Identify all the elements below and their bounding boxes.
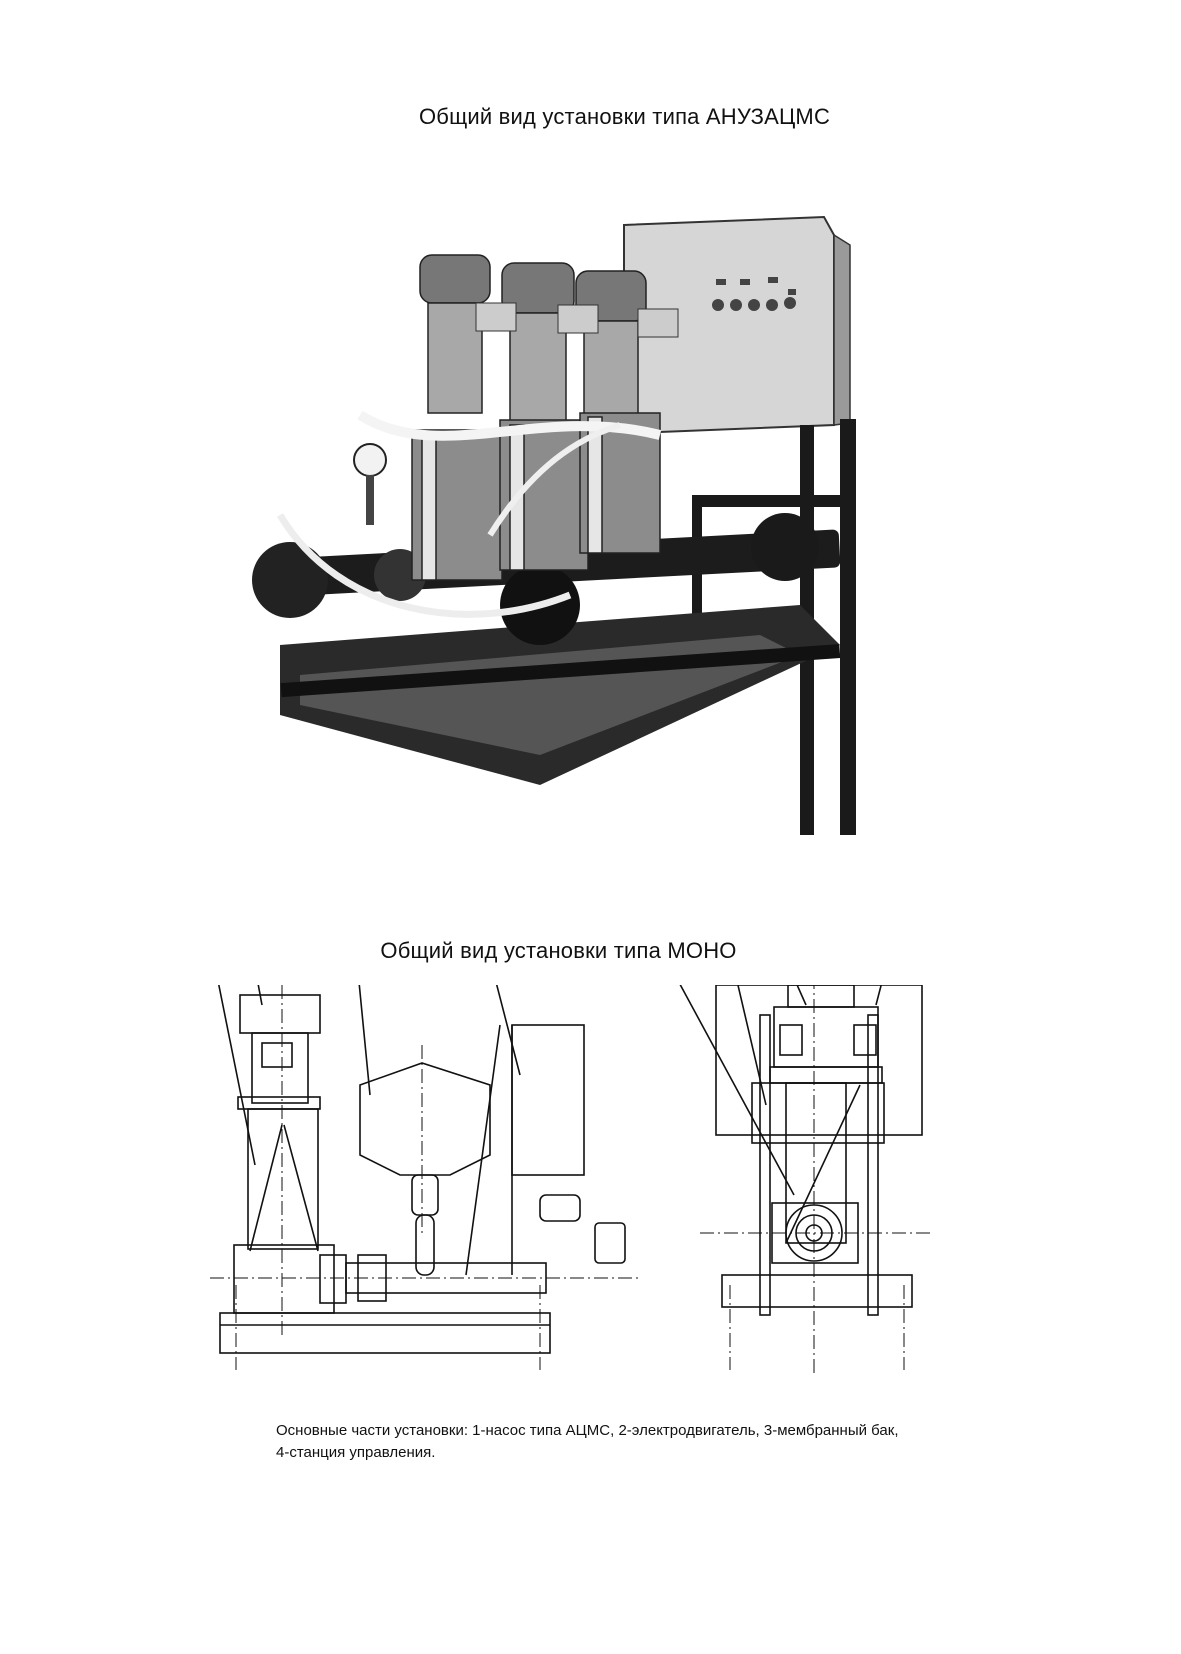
top-title: Общий вид установки типа АНУЗАЦМС: [418, 104, 831, 129]
caption-line-1: Основные части установки: 1-насос типа А…: [276, 1422, 899, 1439]
pump-2: [499, 262, 589, 571]
mono-unit-drawing: 1 2 3 4: [210, 985, 930, 1375]
side-view: 1 2 3 4: [210, 985, 640, 1370]
pump-unit-photo: [252, 215, 856, 835]
bottom-title: Общий вид установки типа МОНО: [380, 938, 737, 963]
caption-line-2: 4-станция управления.: [276, 1444, 436, 1461]
parts-caption: Основные части установки: 1-насос типа А…: [276, 1420, 996, 1464]
pump-1: [411, 254, 503, 581]
front-view: 1 3 2 4: [679, 985, 930, 1375]
